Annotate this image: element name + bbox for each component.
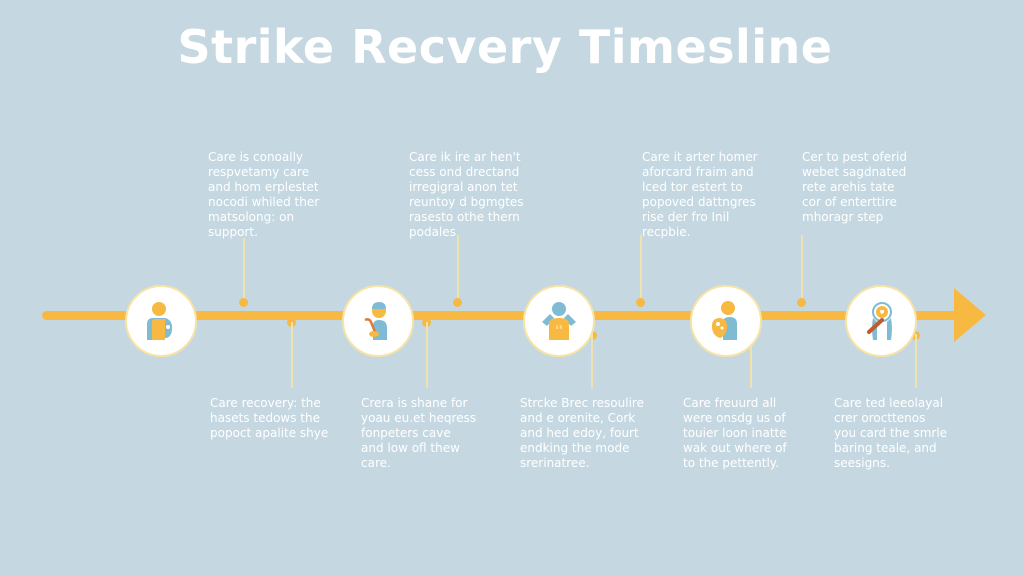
connector-top-3: [640, 235, 642, 300]
nurse-with-tool-icon: [364, 302, 387, 340]
connector-dot-top-2: [453, 298, 462, 307]
page-title: Strike Recvery Timesline: [177, 20, 833, 74]
connector-bottom-3: [591, 334, 593, 388]
timeline-axis: [42, 311, 962, 320]
stage-4-bottom-note: Care freuurd all were onsdg us of touier…: [683, 396, 787, 470]
stethoscope-heart-icon: [867, 302, 892, 340]
connector-top-4: [801, 235, 803, 300]
stage-5-bottom-note: Care ted leeolayal crer orocttenos you c…: [834, 396, 948, 470]
stage-node-5: [845, 285, 917, 357]
stage-node-3: S R: [523, 285, 595, 357]
connector-top-1: [243, 238, 245, 300]
connector-top-2: [457, 235, 459, 300]
stage-node-4: [690, 285, 762, 357]
person-holding-child-icon: [711, 301, 737, 340]
person-arms-raised-icon: S R: [542, 302, 576, 340]
connector-dot-top-3: [636, 298, 645, 307]
stage-3-bottom-note: Strcke Brec resoulire and e orenite, Cor…: [520, 396, 644, 470]
connector-bottom-1: [291, 322, 293, 388]
stage-2-bottom-note: Crera is shane for yoau eu.et heqress fo…: [361, 396, 477, 470]
timeline-arrowhead-icon: [954, 288, 986, 342]
stage-3-top-note: Care it arter homer aforcard fraim and l…: [642, 150, 758, 239]
svg-text:S R: S R: [556, 325, 563, 330]
stage-node-2: [342, 285, 414, 357]
stage-node-1: [125, 285, 197, 357]
stage-2-top-note: Care ik ire ar hen't cess ond drectand i…: [409, 150, 524, 239]
stage-1-bottom-note: Care recovery: the hasets tedows the pop…: [210, 396, 329, 440]
stage-1-top-note: Care is conoally respvetamy care and hom…: [208, 150, 320, 239]
connector-dot-top-4: [797, 298, 806, 307]
connector-bottom-4: [750, 340, 752, 388]
stage-4-top-note: Cer to pest oferid webet sagdnated rete …: [802, 150, 907, 224]
connector-bottom-5: [915, 334, 917, 388]
person-with-droplet-icon: [147, 302, 173, 340]
connector-dot-top-1: [239, 298, 248, 307]
connector-bottom-2: [426, 322, 428, 388]
